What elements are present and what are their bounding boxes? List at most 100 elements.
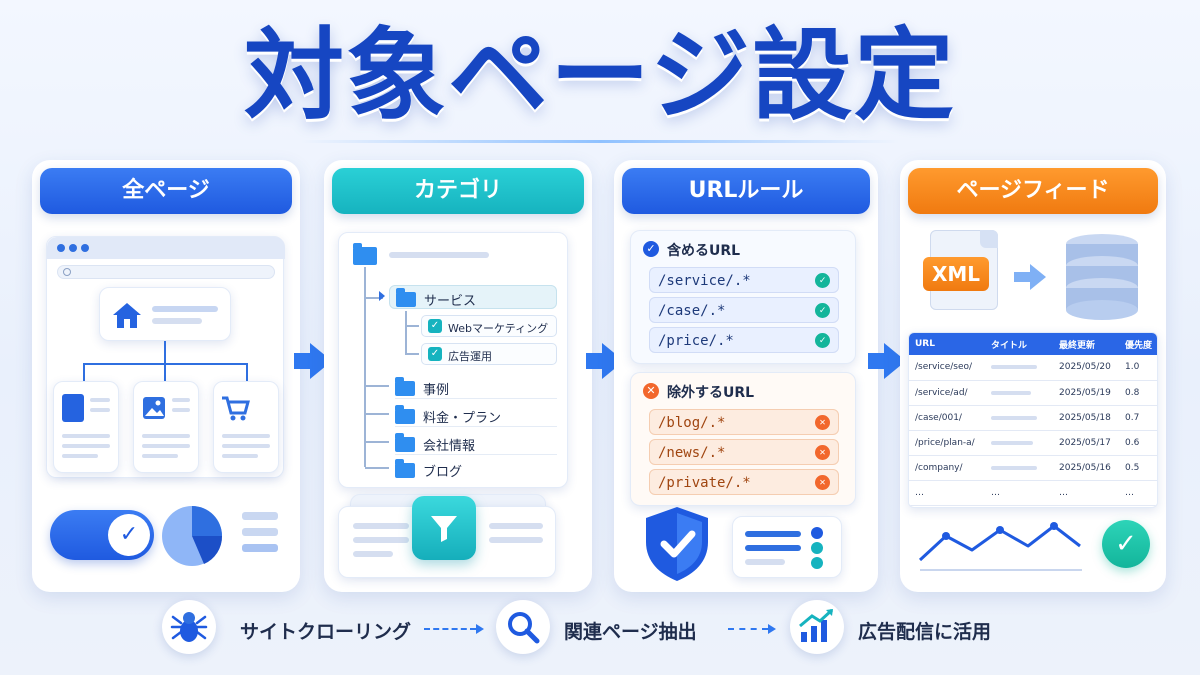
browser-titlebar — [47, 237, 285, 259]
category-item[interactable]: 会社情報 — [395, 431, 557, 455]
check-icon: ✓ — [815, 333, 830, 348]
tree-line — [365, 467, 389, 469]
check-icon: ✓ — [815, 273, 830, 288]
page-card-cart — [213, 381, 279, 473]
home-icon — [113, 303, 141, 328]
exclude-url-row[interactable]: /news/.*✕ — [649, 439, 839, 465]
flow-step-label: 広告配信に活用 — [858, 621, 992, 643]
exclude-url-title: 除外するURL — [667, 385, 755, 401]
text-line — [152, 318, 202, 324]
include-url-row[interactable]: /case/.*✓ — [649, 297, 839, 323]
text-line — [489, 523, 543, 529]
url-pattern: /case/.* — [658, 303, 726, 319]
text-line — [62, 454, 98, 458]
text-line — [90, 398, 110, 402]
exclude-url-row[interactable]: /blog/.*✕ — [649, 409, 839, 435]
tree-line — [365, 385, 389, 387]
page-card-document — [53, 381, 119, 473]
x-icon: ✕ — [815, 445, 830, 460]
text-line — [242, 544, 278, 552]
panel-header-category: カテゴリ — [332, 168, 584, 214]
text-line — [62, 444, 110, 448]
line-graph-icon — [918, 522, 1082, 571]
date-cell: 2025/05/16 — [1053, 455, 1119, 481]
priority-cell: 0.7 — [1119, 405, 1157, 431]
url-cell: /service/ad/ — [909, 380, 985, 406]
title-cell — [985, 430, 1053, 456]
url-cell: /case/001/ — [909, 405, 985, 431]
window-dot-icon — [69, 244, 77, 252]
home-page-card — [99, 287, 231, 341]
text-line — [745, 559, 785, 565]
window-dot-icon — [57, 244, 65, 252]
exclude-url-row[interactable]: /private/.*✕ — [649, 469, 839, 495]
magnifier-icon — [508, 612, 540, 644]
feed-table-card: URL タイトル 最終更新 優先度 /service/seo/2025/05/2… — [908, 332, 1158, 508]
text-line — [242, 528, 278, 536]
flow-arrow-stem — [294, 353, 310, 369]
flow-arrow-stem — [868, 353, 884, 369]
date-cell: 2025/05/19 — [1053, 380, 1119, 406]
checkbox-checked-icon[interactable]: ✓ — [428, 347, 442, 361]
subcategory-item[interactable]: ✓ 広告運用 — [421, 343, 557, 365]
flow-dashed-arrow — [728, 624, 776, 634]
category-item-selected[interactable]: サービス — [389, 285, 557, 309]
panel-category: カテゴリ サービス ✓ Webマーケティング ✓ 広告運用 事例 料金 — [324, 160, 592, 592]
title-cell — [985, 380, 1053, 406]
text-line — [172, 408, 190, 412]
category-item[interactable]: 事例 — [395, 375, 557, 399]
settings-list-card — [732, 516, 842, 578]
filter-button[interactable] — [412, 496, 476, 560]
priority-cell: 1.0 — [1119, 355, 1157, 381]
category-label: 事例 — [423, 383, 450, 398]
title-underline — [300, 140, 900, 143]
include-url-row[interactable]: /price/.*✓ — [649, 327, 839, 353]
crawler-step-icon — [162, 600, 216, 654]
expand-arrow-icon[interactable] — [379, 291, 385, 301]
text-line — [389, 252, 489, 258]
exclude-x-icon: ✕ — [643, 383, 659, 399]
checkbox-checked-icon[interactable]: ✓ — [428, 319, 442, 333]
text-line — [745, 545, 801, 551]
database-icon — [1066, 234, 1138, 320]
ellipsis-cell: … — [1053, 480, 1119, 506]
include-url-row[interactable]: /service/.*✓ — [649, 267, 839, 293]
tree-line — [405, 353, 419, 355]
ellipsis-cell: … — [985, 480, 1053, 506]
tree-line — [365, 297, 383, 299]
category-item[interactable]: 料金・プラン — [395, 403, 557, 427]
feed-table: URL タイトル 最終更新 優先度 /service/seo/2025/05/2… — [909, 333, 1157, 506]
text-line — [152, 306, 218, 312]
text-line — [90, 408, 110, 412]
text-line — [353, 523, 409, 529]
include-url-title: 含めるURL — [667, 243, 741, 259]
text-line — [353, 537, 409, 543]
flow-step-label: 関連ページ抽出 — [564, 621, 697, 643]
date-cell: 2025/05/17 — [1053, 430, 1119, 456]
arrow-right-icon-head — [1030, 264, 1046, 290]
priority-cell: 0.8 — [1119, 380, 1157, 406]
ellipsis-cell: … — [1119, 480, 1157, 506]
check-icon: ✓ — [108, 514, 150, 556]
category-label: サービス — [424, 294, 477, 309]
column-header: タイトル — [985, 333, 1053, 355]
panel-all-pages: 全ページ — [32, 160, 300, 592]
image-icon — [143, 397, 165, 419]
panel-header-all-pages: 全ページ — [40, 168, 292, 214]
text-line — [222, 444, 270, 448]
date-cell: 2025/05/18 — [1053, 405, 1119, 431]
file-corner — [980, 230, 998, 248]
title-cell — [985, 405, 1053, 431]
subcategory-item[interactable]: ✓ Webマーケティング — [421, 315, 557, 337]
toggle-switch[interactable]: ✓ — [50, 510, 154, 560]
priority-cell: 0.6 — [1119, 430, 1157, 456]
folder-icon — [396, 288, 416, 307]
pie-chart-icon — [162, 506, 223, 566]
page-card-image — [133, 381, 199, 473]
category-item[interactable]: ブログ — [395, 457, 557, 481]
